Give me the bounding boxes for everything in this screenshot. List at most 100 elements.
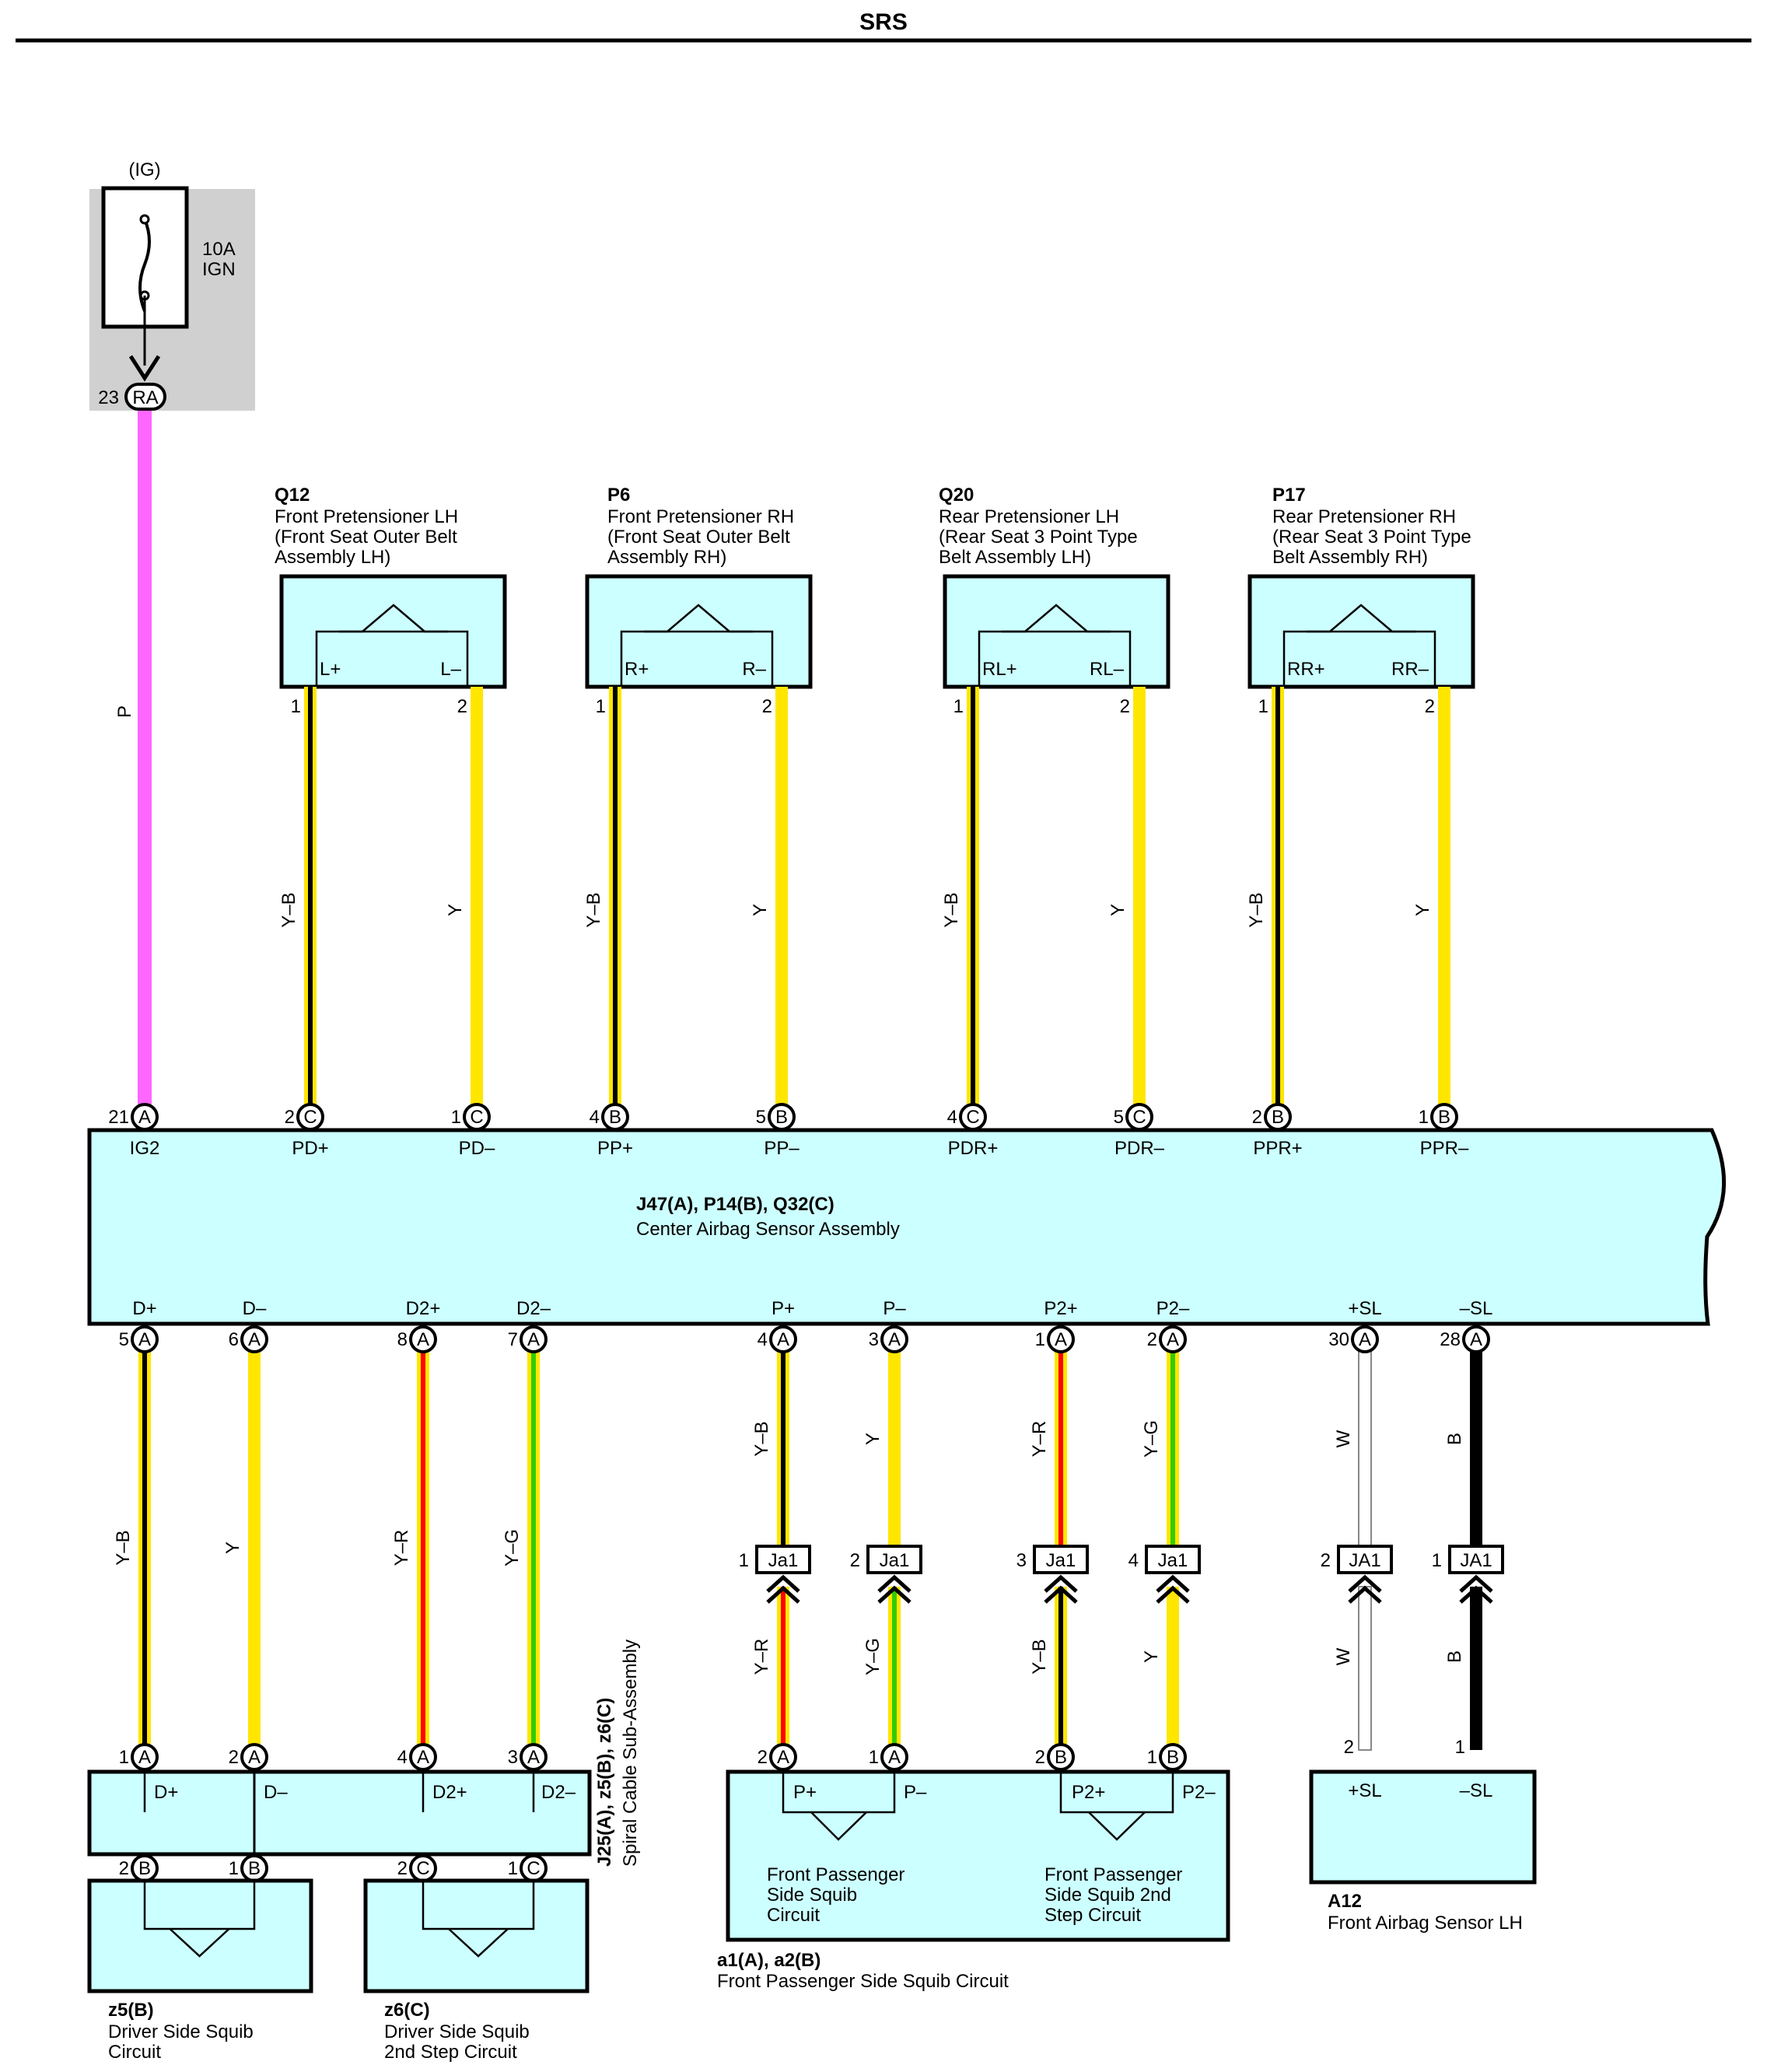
wire-color-label: Y [1412, 904, 1433, 916]
passenger-sub2-line3: Step Circuit [1044, 1905, 1141, 1926]
wire-P– [888, 1346, 901, 1546]
pin-letter: B [248, 1858, 261, 1879]
pretensioner-code: Q12 [275, 485, 310, 506]
spiral-bottom-pin-1: B1 [229, 1854, 268, 1882]
junction-pin: 2 [1321, 1550, 1331, 1571]
connector-chevron-icon [877, 1585, 911, 1604]
main-bottom-pin-P2–: A2 [1147, 1325, 1187, 1353]
pin-number: 2 [758, 1747, 768, 1768]
pin-number: 2 [397, 1858, 408, 1879]
main-top-pin-PDR+: C4 [947, 1103, 987, 1131]
spiral-cable-box [87, 1769, 592, 1857]
pin-letter: A [527, 1747, 540, 1768]
squib-symbol-icon [448, 1928, 509, 1958]
pretensioner-pin-right: 2 [457, 696, 467, 717]
pin-number: 1 [119, 1747, 129, 1768]
squib-desc-line: Driver Side Squib [384, 2021, 530, 2042]
pretensioner-desc-line: Rear Pretensioner RH [1272, 506, 1456, 527]
spiral-cable-code: J25(A), z5(B), z6(C) [594, 1698, 615, 1867]
pin-letter: A [1055, 1329, 1067, 1350]
passenger-pin-P–: A1 [869, 1743, 908, 1771]
pretensioner-desc-line: (Front Seat Outer Belt [607, 527, 790, 548]
pretensioner-pin-right: 2 [762, 696, 772, 717]
main-top-terminal-label: PDR– [1114, 1138, 1165, 1159]
main-top-pin-PDR–: C5 [1114, 1103, 1153, 1131]
wire-color-label: Y–B [583, 892, 604, 927]
pin-letter: A [888, 1747, 901, 1768]
connector-chevron-icon [1348, 1574, 1382, 1593]
pretensioner-pin-right: 2 [1425, 696, 1435, 717]
sensor-term-plus-sl: +SL [1348, 1780, 1381, 1801]
pretensioner-term-right: RL– [1090, 659, 1125, 680]
pin-number: 4 [947, 1107, 957, 1128]
center-airbag-sensor-assembly: J47(A), P14(B), Q32(C) Center Airbag Sen… [87, 1128, 1727, 1326]
pin-number: 2 [285, 1107, 295, 1128]
center-sensor-code: J47(A), P14(B), Q32(C) [636, 1194, 835, 1215]
wire-R+ [609, 687, 621, 1106]
pin-letter: A [527, 1329, 540, 1350]
main-bottom-pin-P–: A3 [869, 1325, 908, 1353]
pin-number: 28 [1440, 1329, 1461, 1350]
pretensioner-pin-left: 1 [291, 696, 301, 717]
main-bottom-terminal-label: P2– [1156, 1298, 1190, 1319]
pin-letter: A [1167, 1329, 1179, 1350]
pin-letter: A [138, 1329, 151, 1350]
main-bottom-pin-D2+: A8 [397, 1325, 437, 1353]
junction-label: Ja1 [1046, 1550, 1076, 1571]
pretensioner-term-left: R+ [625, 659, 649, 680]
sensor-pin-number: 1 [1455, 1737, 1465, 1758]
spiral-bottom-pin-0: B2 [119, 1854, 159, 1882]
spiral-terminal-label: D2– [541, 1782, 576, 1803]
passenger-squib-box [726, 1769, 1230, 1942]
pin-letter: A [1359, 1329, 1371, 1350]
pretensioner-pin-left: 1 [596, 696, 606, 717]
pin-number: 4 [397, 1747, 408, 1768]
pin-letter: C [470, 1107, 483, 1128]
pin-letter: C [416, 1858, 429, 1879]
pin-number: 3 [869, 1329, 879, 1350]
sensor-code: A12 [1328, 1891, 1362, 1912]
wire-RR– [1438, 687, 1450, 1106]
pin-letter: C [527, 1858, 540, 1879]
wire-–SL [1470, 1346, 1482, 1546]
passenger-term-p2-plus: P2+ [1072, 1782, 1105, 1803]
pretensioner-term-right: R– [742, 659, 766, 680]
pin-letter: C [303, 1107, 317, 1128]
squib-symbol-icon [810, 1811, 867, 1841]
main-bottom-terminal-label: –SL [1460, 1298, 1493, 1319]
main-top-pin-IG2: A21 [108, 1103, 159, 1131]
passenger-sub1-line1: Front Passenger [767, 1864, 904, 1885]
wire-RL– [1133, 687, 1146, 1106]
wire-color-label: Y–R [751, 1639, 772, 1675]
connector-chevron-icon [1348, 1585, 1382, 1604]
wire-below-P+ [777, 1587, 789, 1750]
main-top-pin-PD–: C1 [451, 1103, 491, 1131]
pin-number: 2 [229, 1747, 239, 1768]
squib-symbol-icon [1002, 604, 1111, 633]
wire-below-P– [888, 1587, 901, 1750]
pin-letter: A [138, 1107, 151, 1128]
main-top-pin-PPR+: B2 [1252, 1103, 1292, 1131]
spiral-top-pin-D2+: A4 [397, 1743, 437, 1771]
junction-pin: 4 [1128, 1550, 1139, 1571]
wire-color-label: Y [1141, 1650, 1162, 1663]
fuse-connector-pin: 23 [98, 387, 119, 408]
wire-color-label: Y–R [391, 1530, 412, 1566]
wire-+SL [1358, 1345, 1372, 1547]
connector-chevron-icon [766, 1574, 800, 1593]
pretensioner-desc-line: Rear Pretensioner LH [939, 506, 1119, 527]
fuse-block: (IG) 10A IGN RA 23 [89, 159, 255, 411]
main-bottom-terminal-label: D2+ [406, 1298, 441, 1319]
pretensioner-desc-line: (Rear Seat 3 Point Type [1272, 527, 1471, 548]
pretensioner-term-right: L– [440, 659, 461, 680]
pin-letter: B [1167, 1747, 1179, 1768]
squib-code: z5(B) [108, 2000, 154, 2021]
pin-number: 1 [1035, 1329, 1045, 1350]
main-bottom-pin-P+: A4 [758, 1325, 797, 1353]
